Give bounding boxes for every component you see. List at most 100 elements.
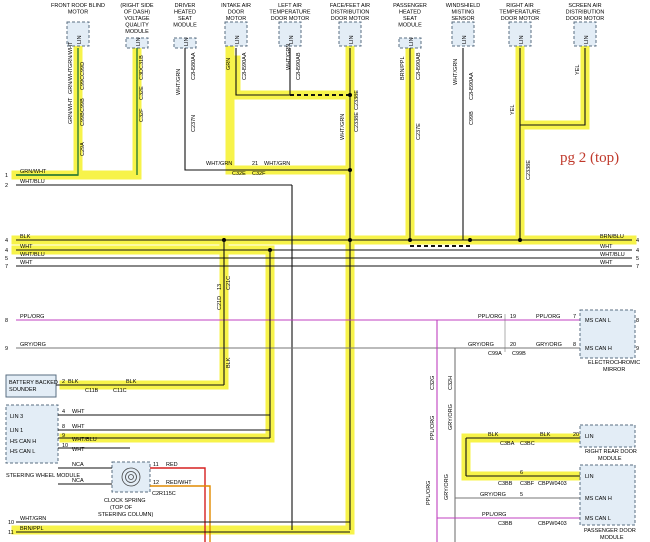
svg-text:PPL/ORG: PPL/ORG [482, 512, 506, 518]
svg-text:BATTERY BACKED: BATTERY BACKED [9, 380, 58, 386]
svg-text:CBPW0403: CBPW0403 [538, 521, 567, 527]
wire-color-label: WHT/GRN [453, 59, 459, 85]
bus-right-label: WHT [600, 244, 613, 250]
svg-text:2: 2 [62, 379, 65, 385]
bus-number: 9 [636, 346, 639, 352]
module-box [278, 21, 302, 47]
pin-label: LIN [462, 35, 468, 44]
pin-label: LIN [349, 35, 355, 44]
module-label: FRONT ROOF BLIND [51, 3, 105, 9]
svg-text:RED: RED [166, 462, 178, 468]
connector-label: C237N [191, 115, 197, 132]
svg-text:11: 11 [8, 530, 14, 536]
module-label: DOOR MOTOR [271, 16, 309, 22]
splice-dot [348, 168, 352, 172]
module-label: MODULE [398, 23, 422, 29]
highlight-layer [11, 45, 637, 535]
svg-text:LIN: LIN [585, 434, 594, 440]
wire-color-label: BRN/PPL [400, 56, 406, 80]
module-label: MODULE [173, 23, 197, 29]
svg-text:C11B: C11B [85, 388, 99, 394]
module-label: VOLTAGE [124, 16, 149, 22]
module-label: MISTING [452, 10, 475, 16]
steering-wheel-module: LIN 3 LIN 1 HS CAN H HS CAN L STEERING W… [5, 404, 270, 479]
svg-text:PASSENGER DOOR: PASSENGER DOOR [584, 528, 636, 534]
wire-color-label: YEL [510, 105, 516, 115]
svg-text:C21C: C21C [226, 276, 232, 290]
electrochromic-mirror-module: MS CAN L MS CAN H 7 8 ELECTROCHROMIC MIR… [468, 309, 640, 373]
wire-color-label: GRN/WHT [68, 97, 74, 124]
module-label: DRIVER [175, 3, 196, 9]
clock-spring-module: CLOCK SPRING (TOP OF STEERING COLUMN) NC… [58, 461, 211, 542]
connector-label: C29A [80, 142, 86, 156]
bus-number: 8 [5, 318, 8, 324]
svg-text:C11C: C11C [113, 388, 127, 394]
svg-text:BLK: BLK [126, 379, 137, 385]
module-label: SENSOR [451, 16, 474, 22]
svg-text:RIGHT REAR DOOR: RIGHT REAR DOOR [585, 449, 637, 455]
wire-color-label: WHT/GRN [286, 44, 292, 70]
svg-text:CBPW0403: CBPW0403 [538, 481, 567, 487]
passenger-door-module: LIN MS CAN H MS CAN L PASSENGER DOOR MOD… [480, 464, 636, 541]
svg-text:GRY/ORG: GRY/ORG [444, 474, 450, 500]
bus-left-label: GRN/WHT [20, 169, 47, 175]
svg-text:5: 5 [520, 492, 523, 498]
svg-text:8: 8 [573, 342, 576, 348]
module-label: INTAKE AIR [221, 3, 251, 9]
bus-number: 1 [5, 173, 8, 179]
svg-text:BRN/PPL: BRN/PPL [20, 526, 44, 532]
module-box [66, 21, 90, 47]
wire-color-label: WHT/GRN [176, 69, 182, 95]
svg-text:PPL/ORG: PPL/ORG [536, 314, 560, 320]
bus-number: 5 [5, 256, 8, 262]
connector-label: C2H590AB [296, 52, 302, 80]
svg-text:SOUNDER: SOUNDER [9, 387, 37, 393]
bus-number: 2 [5, 183, 8, 189]
module-label: DOOR MOTOR [501, 16, 539, 22]
svg-text:PPL/ORG: PPL/ORG [430, 416, 436, 440]
connector-label: C99D [80, 62, 86, 76]
top-wires [16, 48, 586, 530]
module-label: DISTRIBUTION [331, 10, 370, 16]
svg-text:CLOCK SPRING: CLOCK SPRING [104, 498, 146, 504]
bus-right-label: WHT [600, 260, 613, 266]
page-note: pg 2 (top) [560, 150, 619, 166]
svg-text:WHT: WHT [72, 424, 85, 430]
connector-label: C237E [416, 123, 422, 140]
module-label: WINDSHIELD [446, 3, 481, 9]
module-label: DISTRIBUTION [566, 10, 605, 16]
connector-label: C2H590AA [242, 52, 248, 80]
svg-text:WHT: WHT [72, 409, 85, 415]
connector-label: C2338E [354, 90, 360, 110]
bus-number: 4 [5, 248, 8, 254]
wire-color-label: GRN/WHT [68, 67, 74, 94]
module-label: TEMPERATURE [499, 10, 540, 16]
bus-left-label: GRY/ORG [20, 342, 46, 348]
pin-label: LIN [136, 37, 142, 46]
pin-label: LIN [409, 37, 415, 46]
svg-text:11: 11 [153, 462, 159, 468]
svg-text:C2R115C: C2R115C [152, 491, 176, 497]
bus-left-label: WHT [20, 244, 33, 250]
wire-color-label: GRN/WHT [68, 41, 74, 68]
connector-label: C2H590AA [469, 72, 475, 100]
module-label: MODULE [125, 29, 149, 35]
svg-text:MS CAN L: MS CAN L [585, 318, 611, 324]
svg-text:19: 19 [510, 314, 516, 320]
module-label: SEAT [178, 16, 193, 22]
bus-number: 7 [5, 264, 8, 270]
bus-left-label: WHT/BLU [20, 179, 45, 185]
svg-text:STEERING COLUMN): STEERING COLUMN) [98, 512, 153, 518]
pin-label: LIN [519, 35, 525, 44]
wire-color-label: WHT/GRN [340, 114, 346, 140]
svg-text:NCA: NCA [72, 462, 84, 468]
connector-label: C2H580AA [191, 52, 197, 80]
connector-label: C2H590AB [416, 52, 422, 80]
module-box [224, 21, 248, 47]
